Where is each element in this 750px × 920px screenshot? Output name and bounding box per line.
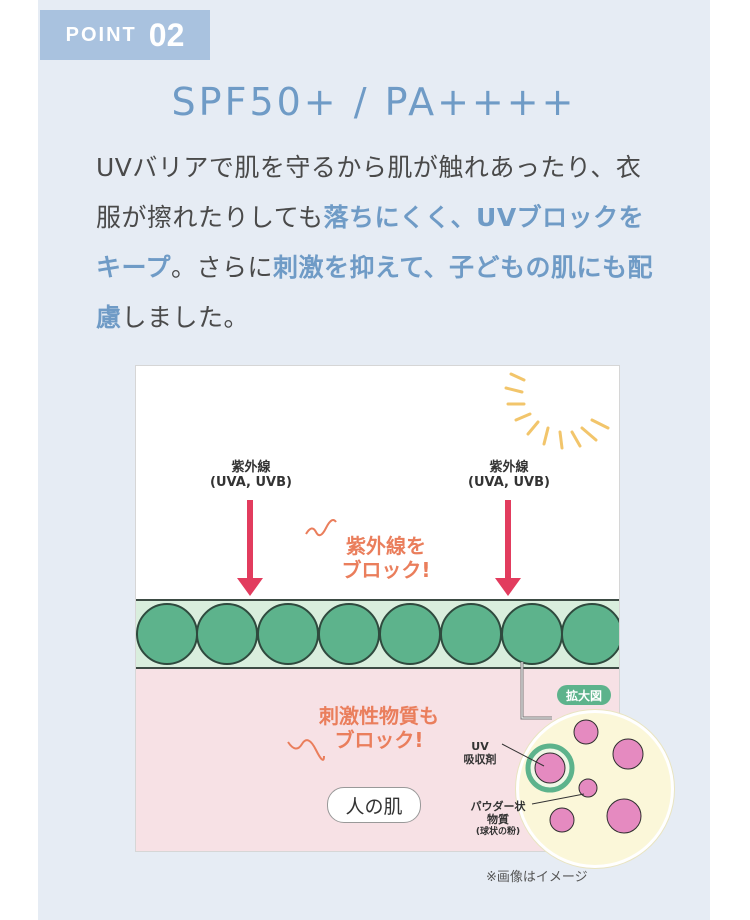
uv-absorber-line2: 吸収剤 (463, 753, 497, 766)
description-highlight-2: 刺激を抑えて、子どもの肌にも配慮 (96, 253, 654, 332)
point-badge: POINT 02 (40, 10, 210, 60)
description: UVバリアで肌を守るから肌が触れあったり、衣服が擦れたりしても落ちにくく、UVブ… (96, 143, 666, 343)
block-irritant-text: 刺激性物質も ブロック! (304, 704, 454, 752)
uv-label-left-line1: 紫外線 (231, 460, 271, 475)
uv-label-right-line2: (UVA, UVB) (468, 475, 550, 490)
powder-line2: 物質 (487, 813, 509, 826)
block-irritant-line2: ブロック! (334, 728, 424, 752)
uv-arrow-left-head (237, 578, 263, 596)
uv-arrow-left (247, 500, 253, 580)
uv-label-right: 紫外線 (UVA, UVB) (454, 460, 564, 490)
uv-absorber-pointer (501, 743, 545, 767)
powder-line1: パウダー状 (470, 800, 526, 813)
impact-mark (287, 739, 325, 761)
powder-label: パウダー状 物質 (球状の粉) (461, 800, 535, 839)
powder-bead (440, 603, 502, 665)
description-text-3: しました。 (121, 303, 250, 332)
headline: SPF50+ / PA++++ (171, 80, 577, 124)
sun-icon (504, 372, 610, 450)
uv-arrow-right-head (495, 578, 521, 596)
block-uv-line1: 紫外線を (346, 534, 426, 558)
powder-bead (318, 603, 380, 665)
uv-arrow-right (505, 500, 511, 580)
zoom-particles (525, 719, 644, 834)
powder-bead (136, 603, 198, 665)
powder-bead (379, 603, 441, 665)
description-text-1: UVバリアで肌を守るから肌が触れあったり、衣服が擦れたりしても (96, 153, 642, 232)
powder-pointer (531, 793, 585, 805)
uv-label-left-line2: (UVA, UVB) (210, 475, 292, 490)
uv-label-left: 紫外線 (UVA, UVB) (196, 460, 306, 490)
uv-absorber-line1: UV (471, 740, 489, 753)
powder-bead (257, 603, 319, 665)
powder-bead (561, 603, 619, 665)
description-highlight-1: 落ちにくく、UVブロックをキープ (96, 203, 645, 282)
zoom-tag: 拡大図 (557, 685, 611, 705)
skin-label: 人の肌 (327, 787, 421, 823)
image-footnote: ※画像はイメージ (486, 870, 588, 885)
point-number: 02 (148, 16, 185, 53)
powder-bead (196, 603, 258, 665)
description-text-2: 。さらに (171, 253, 274, 282)
point-label: POINT (65, 23, 137, 46)
impact-mark (305, 519, 337, 537)
zoom-leader-line (520, 662, 552, 720)
block-uv-line2: ブロック! (341, 558, 431, 582)
powder-line3: (球状の粉) (475, 827, 521, 837)
powder-bead (501, 603, 563, 665)
uv-label-right-line1: 紫外線 (489, 460, 529, 475)
uv-absorber-label: UV 吸収剤 (458, 740, 502, 766)
uv-barrier-illustration: 紫外線 (UVA, UVB) 紫外線 (UVA, UVB) 紫外線を ブロック!… (135, 365, 620, 852)
block-irritant-line1: 刺激性物質も (319, 704, 439, 728)
block-uv-text: 紫外線を ブロック! (326, 534, 446, 582)
